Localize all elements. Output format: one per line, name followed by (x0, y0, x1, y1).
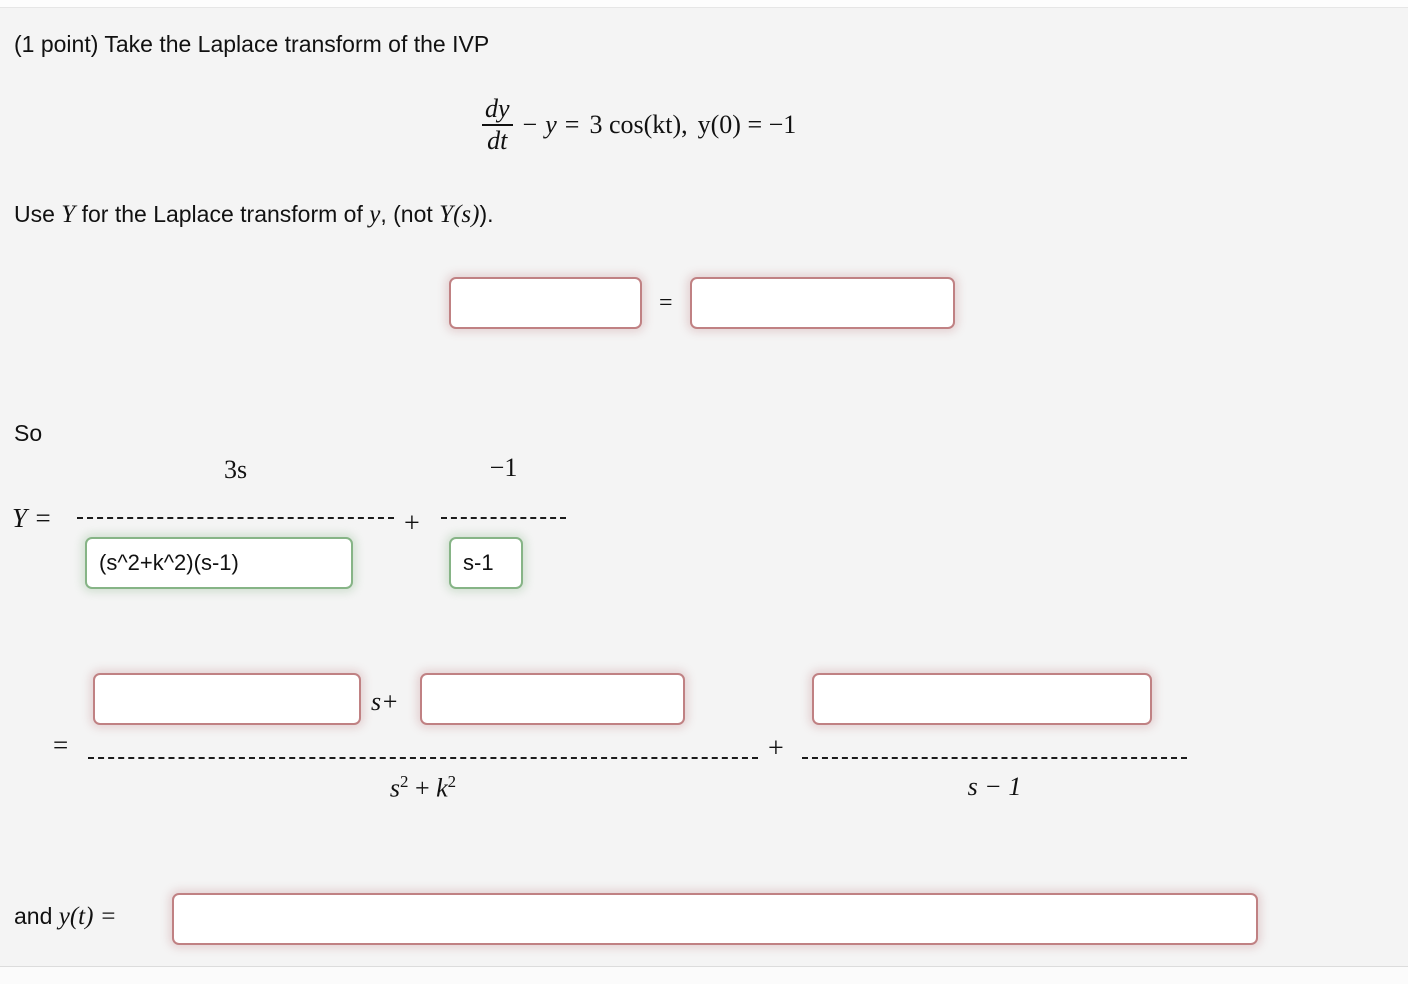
page-bottom-edge (0, 967, 1408, 984)
derivative-fraction-bar (482, 124, 513, 126)
instruction-part-4: ). (479, 201, 494, 227)
derivative-fraction: dy dt (482, 95, 513, 155)
rhs-expression: 3 cos(kt), (589, 109, 688, 139)
initial-condition: y(0) = −1 (697, 109, 797, 139)
term2-denominator-input[interactable] (449, 537, 523, 589)
transform-left-input[interactable] (449, 277, 642, 329)
pf-term1-denominator: s2 + k2 (389, 772, 457, 803)
term2-fraction-bar (441, 517, 566, 519)
term1-denominator-input[interactable] (85, 537, 353, 589)
lowercase-y-symbol: y (369, 201, 381, 228)
transform-equals-sign: = (659, 290, 673, 316)
pf-term2-denominator: s − 1 (967, 772, 1022, 801)
term1-fraction-bar (77, 517, 394, 519)
ivp-equation: dy dt − y = 3 cos(kt), y(0) = −1 (480, 95, 796, 155)
y-symbol: y (545, 109, 557, 139)
final-label-math: y(t) = (58, 903, 117, 930)
Y-equals-label: Y = (12, 503, 52, 533)
final-answer-input[interactable] (172, 893, 1258, 945)
pf-term1-numerator-const-input[interactable] (420, 673, 685, 725)
pf-s-plus-label: s+ (371, 687, 399, 716)
pf-term2-numerator-input[interactable] (812, 673, 1152, 725)
derivative-denominator: dt (487, 125, 508, 155)
page-title: (1 point) Take the Laplace transform of … (14, 31, 490, 57)
term1-numerator: 3s (223, 455, 248, 484)
derivative-numerator: dy (485, 94, 510, 123)
partial-fractions-equals: = (53, 730, 69, 760)
minus-operator: − (522, 109, 538, 139)
instruction-line: Use Y for the Laplace transform of y, (n… (14, 200, 494, 229)
term2-numerator: −1 (489, 453, 518, 482)
capital-Y-symbol: Y (61, 201, 76, 228)
pf-term1-numerator-coeff-input[interactable] (93, 673, 361, 725)
final-label-prefix: and (14, 903, 59, 929)
page-top-edge (0, 0, 1408, 8)
instruction-part-3: , (not (380, 201, 440, 227)
transform-right-input[interactable] (690, 277, 955, 329)
equals-operator: = (564, 109, 580, 139)
bottom-divider (0, 966, 1408, 967)
instruction-part-2: for the Laplace transform of (75, 201, 370, 227)
final-answer-label: and y(t) = (14, 903, 117, 931)
pf-term1-fraction-bar (88, 757, 758, 759)
Y-of-s-symbol: Y(s) (439, 201, 480, 228)
pf-plus-operator: + (768, 733, 784, 764)
pf-term2-fraction-bar (802, 757, 1187, 759)
so-label: So (14, 420, 43, 446)
instruction-part-1: Use (14, 201, 62, 227)
so-plus-operator: + (404, 508, 420, 539)
